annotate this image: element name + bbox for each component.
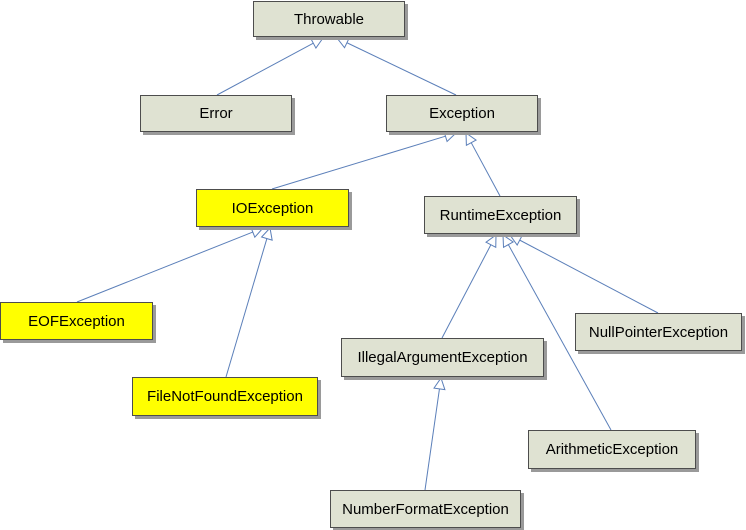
edge-eofexception-to-ioexception [76,226,265,303]
edge-error-to-throwable [216,37,324,96]
edge-ioexception-to-exception [271,130,458,190]
inheritance-arrowhead-icon [309,37,324,50]
ioexception-node[interactable]: IOException [196,189,349,227]
inheritance-arrowhead-icon [260,226,273,241]
edge-line [424,388,440,491]
inheritance-arrowhead-icon [485,234,497,249]
nullpointerexception-node[interactable]: NullPointerException [575,313,742,351]
inheritance-arrowhead-icon [465,132,478,147]
edge-filenotfoundexception-to-ioexception [225,226,273,378]
edge-line [271,135,446,190]
edge-line [519,239,659,314]
illegalargumentexception-node[interactable]: IllegalArgumentException [341,338,544,377]
throwable-node[interactable]: Throwable [253,1,405,37]
edge-numberformatexception-to-illegalargumentexception [424,376,446,491]
arithmeticexception-node[interactable]: ArithmeticException [528,430,696,469]
inheritance-arrowhead-icon [249,226,265,239]
eofexception-node[interactable]: EOFException [0,302,153,340]
edge-arithmeticexception-to-runtimeexception [502,234,612,431]
inheritance-arrowhead-icon [433,376,446,391]
edge-line [507,244,612,431]
edge-runtimeexception-to-exception [465,132,501,197]
edge-exception-to-throwable [335,37,457,96]
error-node[interactable]: Error [140,95,292,132]
edge-line [470,142,501,197]
edge-illegalargumentexception-to-runtimeexception [441,234,497,339]
runtimeexception-node[interactable]: RuntimeException [424,196,577,234]
numberformatexception-node[interactable]: NumberFormatException [330,490,521,528]
inheritance-arrowhead-icon [502,234,515,249]
edge-line [441,244,492,339]
inheritance-arrowhead-icon [509,234,524,246]
edge-line [346,42,457,96]
inheritance-arrowhead-icon [335,37,351,49]
edge-line [76,231,253,303]
edge-nullpointerexception-to-runtimeexception [509,234,659,314]
edge-line [225,238,268,378]
filenotfoundexception-node[interactable]: FileNotFoundException [132,377,318,416]
edge-line [216,42,314,96]
inheritance-edges [76,37,659,491]
inheritance-arrowhead-icon [443,130,458,143]
exception-node[interactable]: Exception [386,95,538,132]
